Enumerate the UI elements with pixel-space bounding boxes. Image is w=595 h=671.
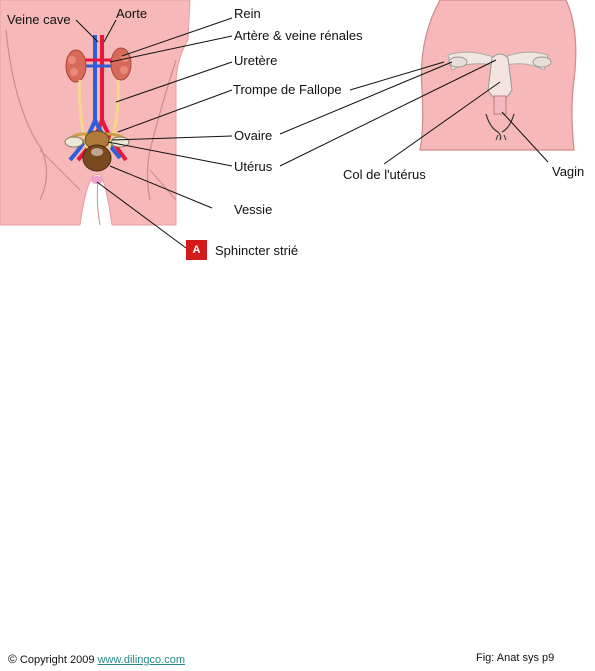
pelvis-figure [419, 0, 577, 151]
label-sphincter-strie: Sphincter strié [215, 243, 299, 258]
label-vagin: Vagin [552, 164, 585, 179]
uterus-group [64, 130, 130, 150]
copyright-symbol: © [8, 652, 17, 666]
label-uretere: Uretère [234, 53, 278, 68]
label-vessie: Vessie [234, 202, 273, 217]
copyright-text: Copyright 2009 [16, 654, 98, 666]
label-uterus: Utérus [234, 159, 273, 174]
label-rein: Rein [234, 6, 261, 21]
bladder [82, 144, 112, 184]
figure-reference: Fig: Anat sys p9 [476, 652, 555, 664]
label-aorte: Aorte [116, 6, 148, 21]
label-artere-veine-renales: Artère & veine rénales [234, 28, 363, 43]
label-col-uterus: Col de l'utérus [343, 167, 426, 182]
leader-lines [75, 17, 549, 249]
label-trompe: Trompe de Fallope [233, 82, 342, 97]
website-link[interactable]: www.dilingco.com [97, 654, 185, 666]
sphincter-mark [91, 176, 103, 184]
sphincter-badge[interactable]: A [186, 240, 207, 260]
footer-copyright: © Copyright 2009 www.dilingco.com [8, 652, 185, 666]
kidneys [65, 47, 132, 83]
label-ovaire: Ovaire [234, 128, 273, 143]
label-veine-cave: Veine cave [7, 12, 71, 27]
ureter-right [106, 79, 120, 151]
